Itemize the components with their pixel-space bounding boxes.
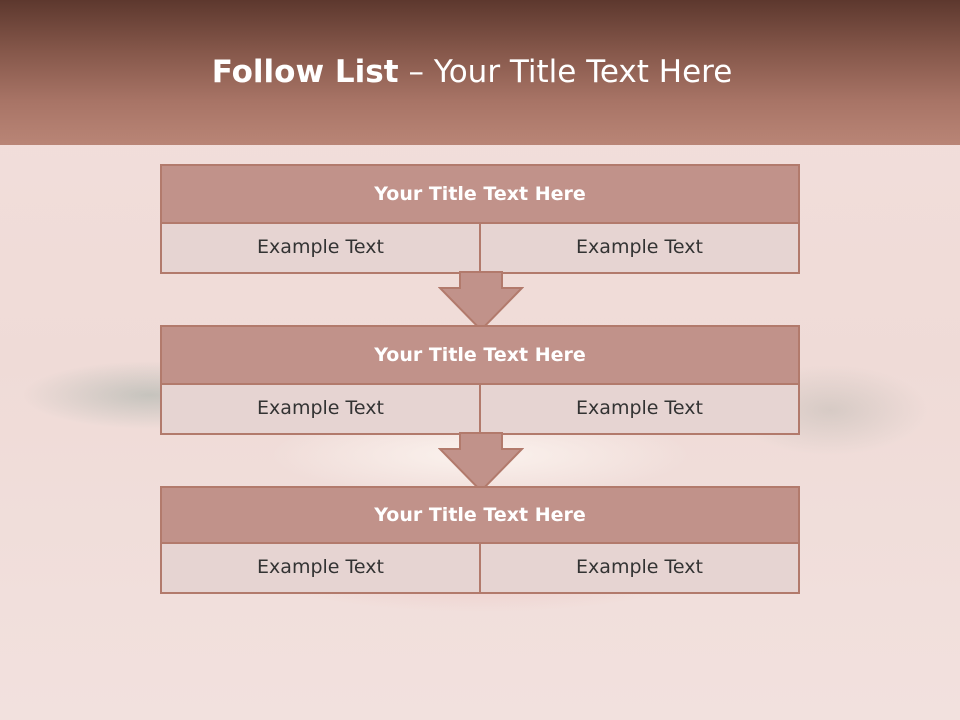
step-row: Example Text Example Text [162, 224, 798, 272]
title-bar: Follow List– Your Title Text Here [0, 0, 960, 145]
step-box-2: Your Title Text Here Example Text Exampl… [160, 325, 800, 435]
slide-title-rest: – Your Title Text Here [408, 54, 733, 90]
step-cell-right: Example Text [479, 385, 798, 433]
slide-title: Follow List– Your Title Text Here [0, 54, 944, 90]
slide-title-bold: Follow List [211, 54, 399, 90]
step-box-1: Your Title Text Here Example Text Exampl… [160, 164, 800, 274]
step-cell-left: Example Text [162, 224, 479, 272]
step-cell-right: Example Text [479, 544, 798, 592]
step-cell-right: Example Text [479, 224, 798, 272]
step-title: Your Title Text Here [162, 327, 798, 385]
step-cell-left: Example Text [162, 544, 479, 592]
step-row: Example Text Example Text [162, 544, 798, 592]
down-arrow-icon [438, 432, 524, 493]
down-arrow-icon [438, 271, 524, 332]
step-cell-left: Example Text [162, 385, 479, 433]
step-title: Your Title Text Here [162, 488, 798, 544]
step-title: Your Title Text Here [162, 166, 798, 224]
step-row: Example Text Example Text [162, 385, 798, 433]
step-box-3: Your Title Text Here Example Text Exampl… [160, 486, 800, 594]
